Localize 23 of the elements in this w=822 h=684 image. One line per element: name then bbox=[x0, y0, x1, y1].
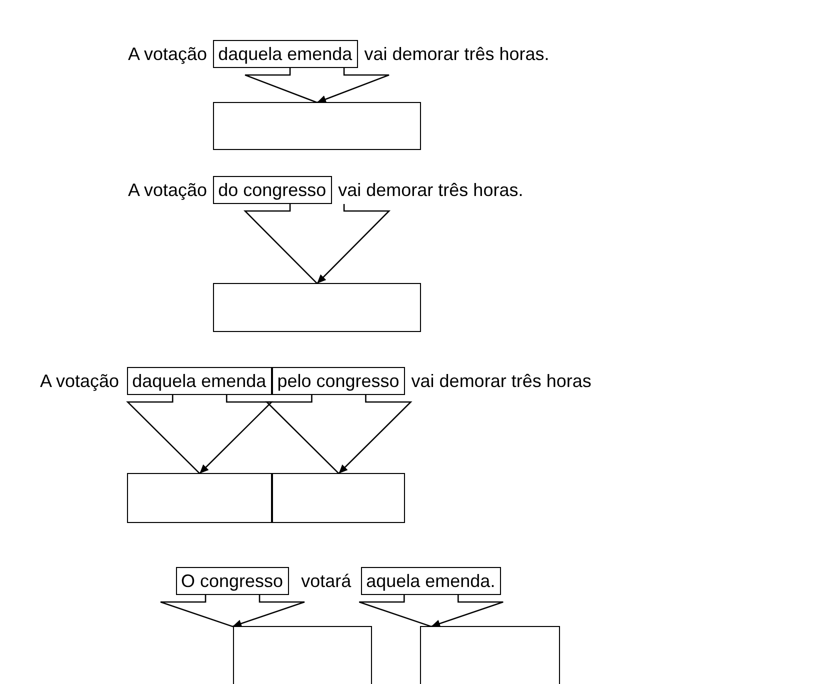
sentence-text: A votação bbox=[128, 179, 208, 201]
sentence-text: A votação bbox=[128, 43, 208, 65]
sentence-text: vai demorar três horas. bbox=[364, 43, 550, 65]
sentence-text: vai demorar três horas. bbox=[338, 179, 524, 201]
sentence-text: A votação bbox=[40, 370, 120, 392]
empty-box bbox=[213, 102, 422, 150]
block-arrow bbox=[243, 203, 391, 284]
block-arrow bbox=[358, 594, 504, 628]
sentence-text: votará bbox=[301, 570, 352, 592]
empty-box bbox=[213, 283, 422, 332]
phrase-box: do congresso bbox=[213, 176, 332, 204]
block-arrow bbox=[265, 394, 412, 474]
phrase-box: O congresso bbox=[176, 567, 290, 595]
block-arrow bbox=[244, 67, 390, 104]
phrase-box: aquela emenda. bbox=[361, 567, 502, 595]
block-arrow bbox=[126, 394, 274, 474]
sentence-text: vai demorar três horas bbox=[411, 370, 592, 392]
phrase-box: daquela emenda bbox=[213, 40, 358, 68]
empty-box bbox=[233, 626, 372, 684]
phrase-box: pelo congresso bbox=[272, 367, 406, 395]
empty-box bbox=[420, 626, 560, 684]
block-arrow bbox=[160, 594, 306, 628]
phrase-box: daquela emenda bbox=[127, 367, 272, 395]
